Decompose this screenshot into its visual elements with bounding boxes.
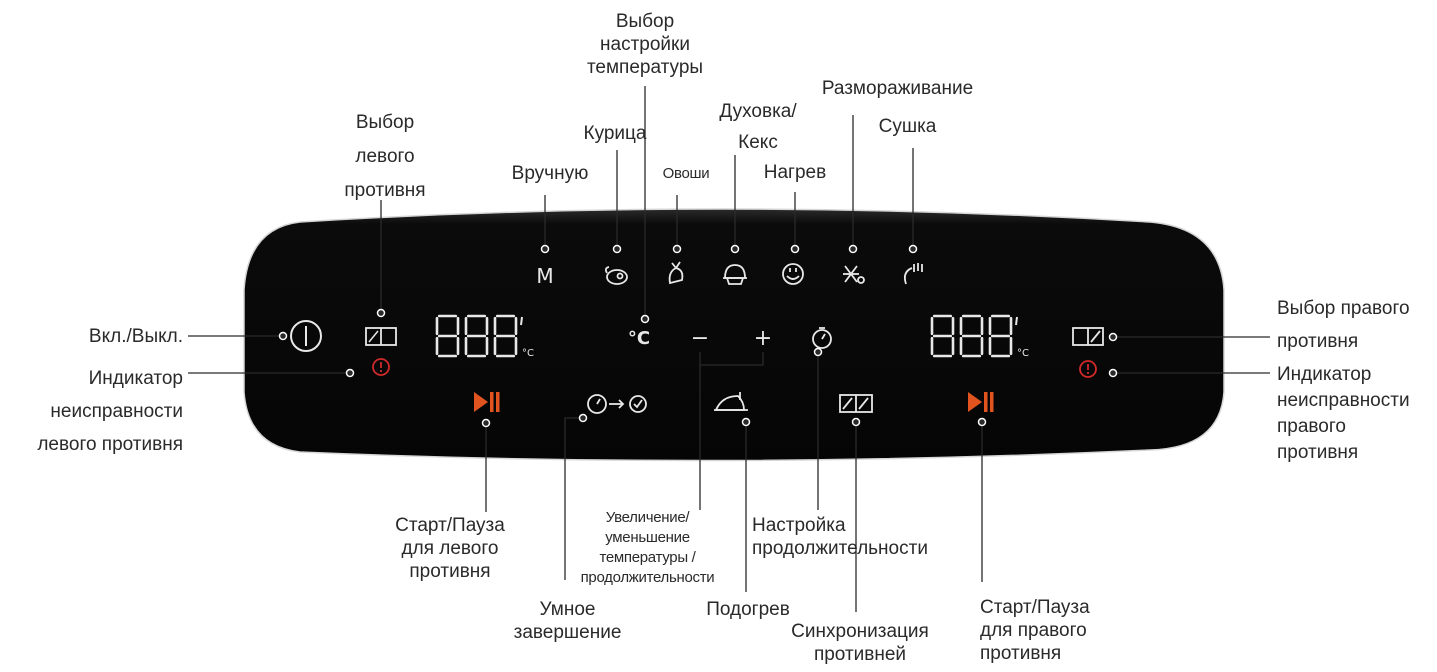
label-left-basket-select: Выбор левого противня	[344, 112, 426, 201]
label-sync: Синхронизация противней	[791, 621, 929, 665]
label-power: Вкл./Выкл.	[88, 326, 183, 347]
timer-icon[interactable]	[812, 327, 832, 349]
smart-finish-icon[interactable]	[587, 394, 647, 414]
label-keep-warm: Подогрев	[706, 599, 790, 620]
right-basket-icon[interactable]	[1072, 327, 1104, 346]
play-pause-icon[interactable]	[474, 392, 500, 412]
minutes-mark	[1015, 316, 1018, 326]
label-left-start: Старт/Пауза для левого противня	[395, 515, 505, 582]
label-vegetables: Овоши	[662, 165, 710, 182]
label-manual: Вручную	[511, 163, 589, 184]
leader-dots	[278, 244, 1118, 428]
manual-icon[interactable]: M	[536, 264, 553, 288]
left-basket-icon[interactable]	[365, 327, 397, 346]
vegetables-icon[interactable]	[668, 261, 684, 285]
label-temp-select: Выбор настройки температуры	[586, 11, 704, 78]
sync-baskets-icon[interactable]	[839, 394, 873, 413]
defrost-icon[interactable]	[843, 265, 865, 284]
reheat-icon[interactable]	[782, 263, 804, 285]
play-pause-icon[interactable]	[968, 392, 994, 412]
label-oven-cake: Духовка/ Кекс	[719, 101, 797, 153]
label-dehydrate: Сушка	[878, 116, 937, 137]
temp-unit: °C	[1017, 348, 1029, 359]
right-time-display: °C	[930, 314, 1029, 359]
label-duration: Настройка продолжительности	[752, 515, 928, 559]
label-reheat: Нагрев	[763, 162, 827, 183]
left-time-display: °C	[435, 314, 534, 359]
power-icon[interactable]	[290, 320, 322, 352]
label-right-error: Индикатор неисправности правого противня	[1277, 364, 1410, 463]
label-left-error: Индикатор неисправности левого противня	[37, 368, 183, 455]
plus-button[interactable]: +	[754, 326, 772, 351]
label-right-basket-select: Выбор правого противня	[1277, 298, 1410, 352]
label-right-start: Старт/Пауза для правого противня	[980, 597, 1090, 664]
keep-warm-icon[interactable]	[714, 392, 748, 411]
label-chicken: Курица	[583, 123, 647, 144]
cake-icon[interactable]	[723, 264, 747, 285]
temperature-button[interactable]: °C	[628, 328, 650, 349]
chicken-icon[interactable]	[604, 266, 628, 285]
temp-unit: °C	[522, 348, 534, 359]
label-smart-finish: Умное завершение	[513, 599, 622, 643]
label-defrost: Размораживание	[821, 78, 974, 99]
dehydrate-icon[interactable]	[903, 263, 923, 285]
minutes-mark	[520, 316, 523, 326]
warning-icon	[372, 358, 390, 376]
minus-button[interactable]: −	[691, 326, 709, 351]
leader-lines	[188, 86, 1270, 612]
warning-icon	[1079, 360, 1097, 378]
panel-body	[243, 208, 1225, 462]
label-temp-time-adjust: Увеличение/ уменьшение температуры / про…	[580, 509, 715, 586]
